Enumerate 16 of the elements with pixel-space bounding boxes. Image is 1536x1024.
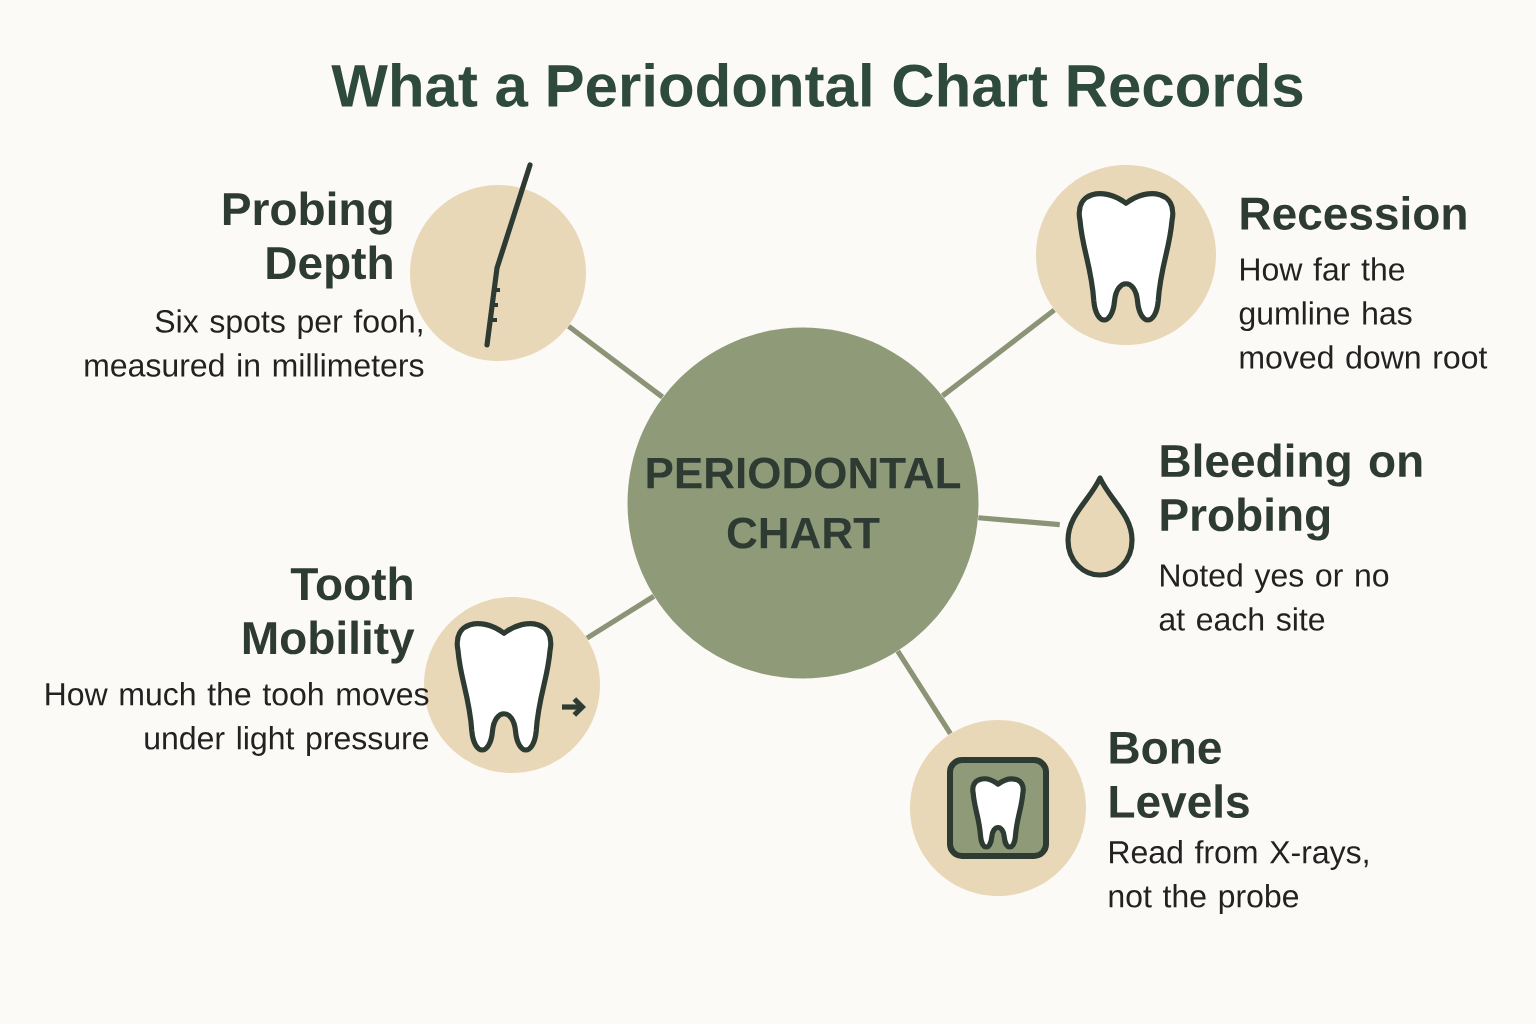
topic-description: How far the gumline has moved down root [1239,257,1488,369]
title: What a Periodontal Chart Records [331,63,1303,108]
topic-heading: Recession [1241,196,1466,230]
connector-line [585,594,656,641]
topic-heading: Probing Depth [223,191,392,289]
topic-description: How much the tooh moves under light pressure [46,682,429,756]
topic-description: Noted yes or no at each site [1159,563,1389,631]
topic-heading: Bleeding on Probing [1161,443,1422,541]
topic-description: Read from X-rays, not the probe [1109,840,1368,914]
connector-line [567,324,665,400]
connector-line [895,649,953,735]
topic-description: Six spots per fooh, measured in millimeters [85,309,424,377]
topic-heading: Bone Levels [1110,731,1249,819]
connector-line [940,308,1056,398]
connector-line [978,515,1060,528]
topic-heading: Tooth Mobility [243,566,415,664]
